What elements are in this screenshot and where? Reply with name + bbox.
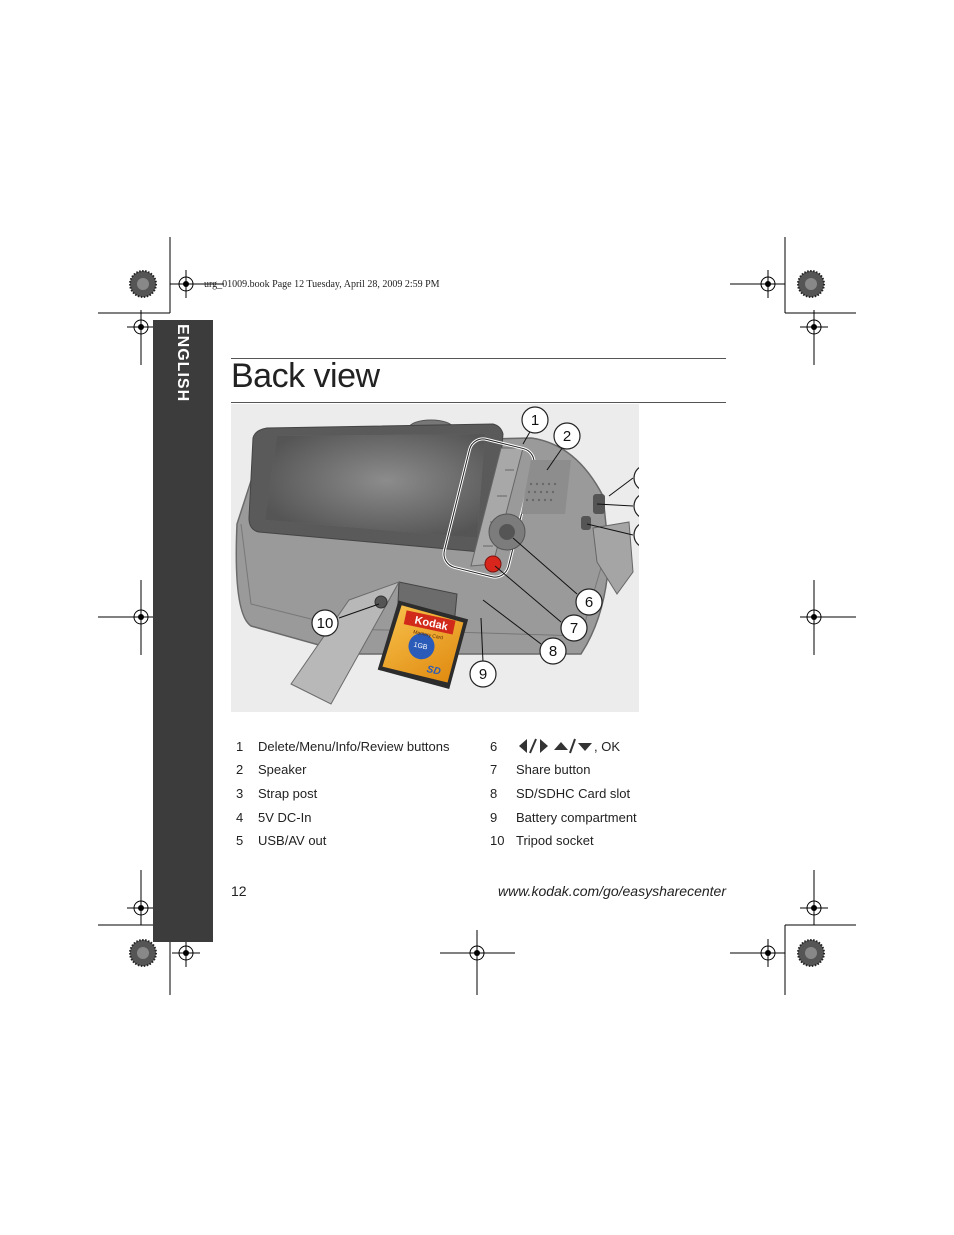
language-tab-label: ENGLISH xyxy=(153,320,213,410)
callout-10: 10 xyxy=(311,609,339,637)
legend-text: SD/SDHC Card slot xyxy=(516,786,631,801)
legend-number: 4 xyxy=(236,810,244,825)
callout-4: 4 xyxy=(633,495,639,517)
registration-target-icon xyxy=(753,938,783,968)
registration-target-icon xyxy=(799,893,829,923)
legend-text: Delete/Menu/Info/Review buttons xyxy=(258,739,450,754)
footer-url-link[interactable]: www.kodak.com/go/easysharecenter xyxy=(498,883,726,899)
page-number: 12 xyxy=(231,883,247,899)
callout-number: 7 xyxy=(570,620,578,637)
card-type-label: SD xyxy=(426,664,442,678)
registration-starburst-icon xyxy=(129,939,157,967)
callout-number: 6 xyxy=(585,594,593,611)
navigation-arrows-icon xyxy=(519,738,592,754)
registration-target-icon xyxy=(462,938,492,968)
registration-target-icon xyxy=(171,269,201,299)
legend-text: Tripod socket xyxy=(516,833,594,848)
page-title: Back view xyxy=(231,357,380,395)
registration-target-icon xyxy=(799,602,829,632)
legend-number: 10 xyxy=(490,833,505,848)
language-side-tab xyxy=(153,320,213,942)
registration-target-icon xyxy=(126,893,156,923)
legend-number: 2 xyxy=(236,762,244,777)
registration-target-icon xyxy=(753,269,783,299)
legend-number: 9 xyxy=(490,810,498,825)
legend-text: Strap post xyxy=(258,786,318,801)
registration-target-icon xyxy=(171,938,201,968)
legend-text: 5V DC-In xyxy=(258,810,312,825)
registration-starburst-icon xyxy=(797,939,825,967)
card-capacity-label: 1GB xyxy=(413,642,428,652)
legend-number: 3 xyxy=(236,786,244,801)
callout-number: 10 xyxy=(317,615,334,632)
registration-starburst-icon xyxy=(797,270,825,298)
registration-target-icon xyxy=(126,602,156,632)
callout-9: 9 xyxy=(469,660,497,688)
callout-number: 9 xyxy=(479,666,487,683)
callout-7: 7 xyxy=(560,614,588,642)
registration-target-icon xyxy=(126,312,156,342)
legend-number: 6 xyxy=(490,739,498,754)
title-rule-bottom xyxy=(231,402,726,403)
callout-2: 2 xyxy=(553,422,581,450)
callout-3: 3 xyxy=(633,467,639,489)
language-label-text: ENGLISH xyxy=(174,324,191,403)
registration-starburst-icon xyxy=(129,270,157,298)
legend-number: 8 xyxy=(490,786,498,801)
callout-number: 8 xyxy=(549,643,557,660)
legend-number: 7 xyxy=(490,762,498,777)
legend-number: 5 xyxy=(236,833,244,848)
callout-6: 6 xyxy=(575,588,603,616)
legend-number: 1 xyxy=(236,739,244,754)
printer-slug-line: urg_01009.book Page 12 Tuesday, April 28… xyxy=(204,279,440,290)
legend-text: Share button xyxy=(516,762,591,777)
callout-1: 1 xyxy=(521,406,549,434)
callout-8: 8 xyxy=(539,637,567,665)
legend-text: Speaker xyxy=(258,762,307,777)
callout-number: 1 xyxy=(531,412,539,429)
camera-back-view-illustration: Kodak Memory Card 1GB SD xyxy=(231,404,639,712)
callout-number: 2 xyxy=(563,428,571,445)
legend-text: USB/AV out xyxy=(258,833,327,848)
callout-leader-lines xyxy=(338,429,634,663)
registration-target-icon xyxy=(799,312,829,342)
callout-markers: 1 2 3 4 5 6 7 8 9 10 xyxy=(311,406,639,688)
callout-5: 5 xyxy=(633,524,639,546)
title-rule-top xyxy=(231,358,726,359)
legend-text: Battery compartment xyxy=(516,810,637,825)
legend-text: , OK xyxy=(594,739,621,754)
